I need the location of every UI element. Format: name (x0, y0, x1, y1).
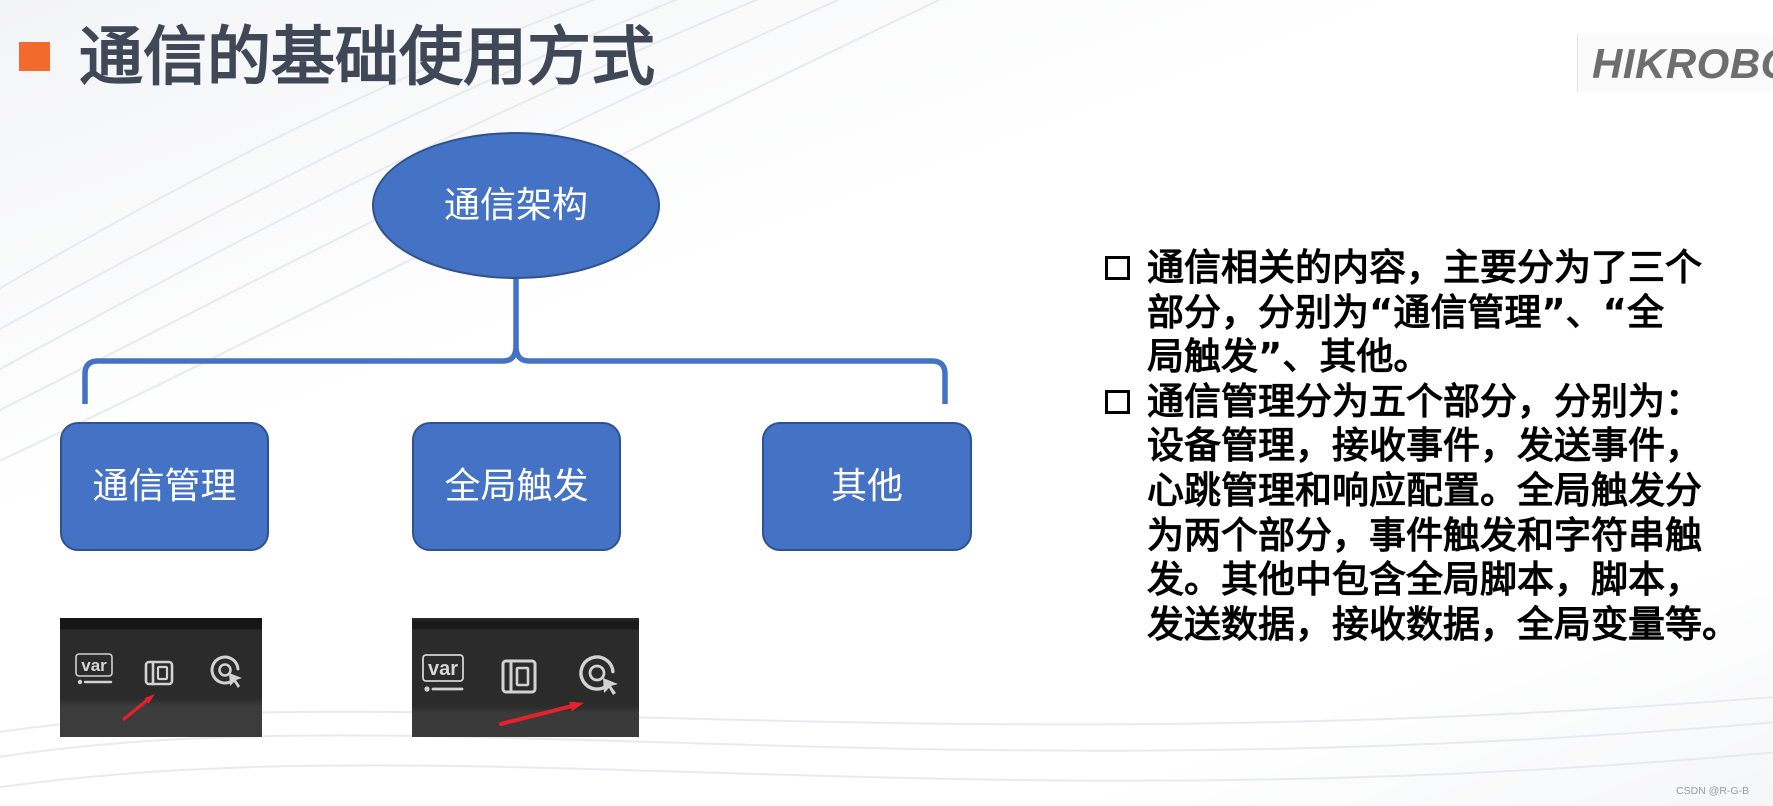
target-cursor-icon (210, 655, 242, 688)
slide-title: 通信的基础使用方式 (79, 21, 655, 95)
note-item: 通信管理分为五个部分，分别为： 设备管理，接收事件，发送事件， 心跳管理和响应配… (1105, 380, 1739, 648)
var-icon-label: var (428, 658, 458, 680)
note-text: 通信相关的内容，主要分为了三个 部分，分别为“通信管理”、“全 局触发”、其他。 (1147, 246, 1702, 380)
diagram-child-node-global-trigger: 全局触发 (412, 422, 621, 551)
device-icon (144, 660, 174, 686)
device-icon (501, 659, 537, 694)
toolbar-thumbnail-graphic: var (422, 654, 618, 726)
note-line: 发送数据，接收数据，全局变量等。 (1147, 602, 1739, 646)
toolbar-thumbnail-global-trigger: var (412, 618, 639, 737)
note-line: 为两个部分，事件触发和字符串触 (1147, 513, 1702, 557)
var-icon-label: var (81, 656, 107, 675)
brand-logo: HIKROBO (1577, 34, 1773, 92)
note-text: 通信管理分为五个部分，分别为： 设备管理，接收事件，发送事件， 心跳管理和响应配… (1147, 380, 1739, 648)
var-icon: var (422, 654, 464, 692)
target-cursor-icon (579, 655, 618, 695)
diagram-root-node: 通信架构 (372, 132, 660, 279)
note-line: 通信相关的内容，主要分为了三个 (1147, 246, 1702, 289)
toolbar-thumbnail-comm-management: var (60, 618, 262, 737)
tree-connector (82, 279, 948, 404)
notes-list: 通信相关的内容，主要分为了三个 部分，分别为“通信管理”、“全 局触发”、其他。… (1105, 246, 1739, 647)
var-icon: var (75, 653, 113, 685)
red-pointer-arrow-icon (499, 701, 584, 726)
child-node-label: 全局触发 (444, 465, 589, 507)
toolbar-thumbnail-graphic: var (75, 653, 242, 721)
note-line: 局触发”、其他。 (1147, 335, 1431, 379)
red-pointer-arrow-icon (122, 694, 155, 721)
note-line: 部分，分别为“通信管理”、“全 (1147, 290, 1664, 334)
hollow-square-bullet-icon (1105, 256, 1130, 280)
child-node-label: 通信管理 (92, 465, 237, 507)
diagram-child-node-comm-management: 通信管理 (60, 422, 269, 551)
note-item: 通信相关的内容，主要分为了三个 部分，分别为“通信管理”、“全 局触发”、其他。 (1105, 246, 1739, 380)
child-node-label: 其他 (830, 465, 903, 507)
root-node-label: 通信架构 (443, 184, 588, 226)
hollow-square-bullet-icon (1105, 389, 1130, 414)
diagram-child-node-other: 其他 (762, 422, 972, 551)
watermark: CSDN @R-G-B (1676, 785, 1750, 797)
branch-brace (82, 343, 948, 404)
note-line: 通信管理分为五个部分，分别为： (1147, 379, 1702, 423)
note-line: 设备管理，接收事件，发送事件， (1147, 424, 1702, 468)
title-accent-square (19, 42, 50, 71)
brand-logo-text: HIKROBO (1592, 40, 1773, 87)
note-line: 心跳管理和响应配置。全局触发分 (1147, 468, 1702, 512)
note-line: 发。其他中包含全局脚本，脚本， (1147, 558, 1702, 602)
